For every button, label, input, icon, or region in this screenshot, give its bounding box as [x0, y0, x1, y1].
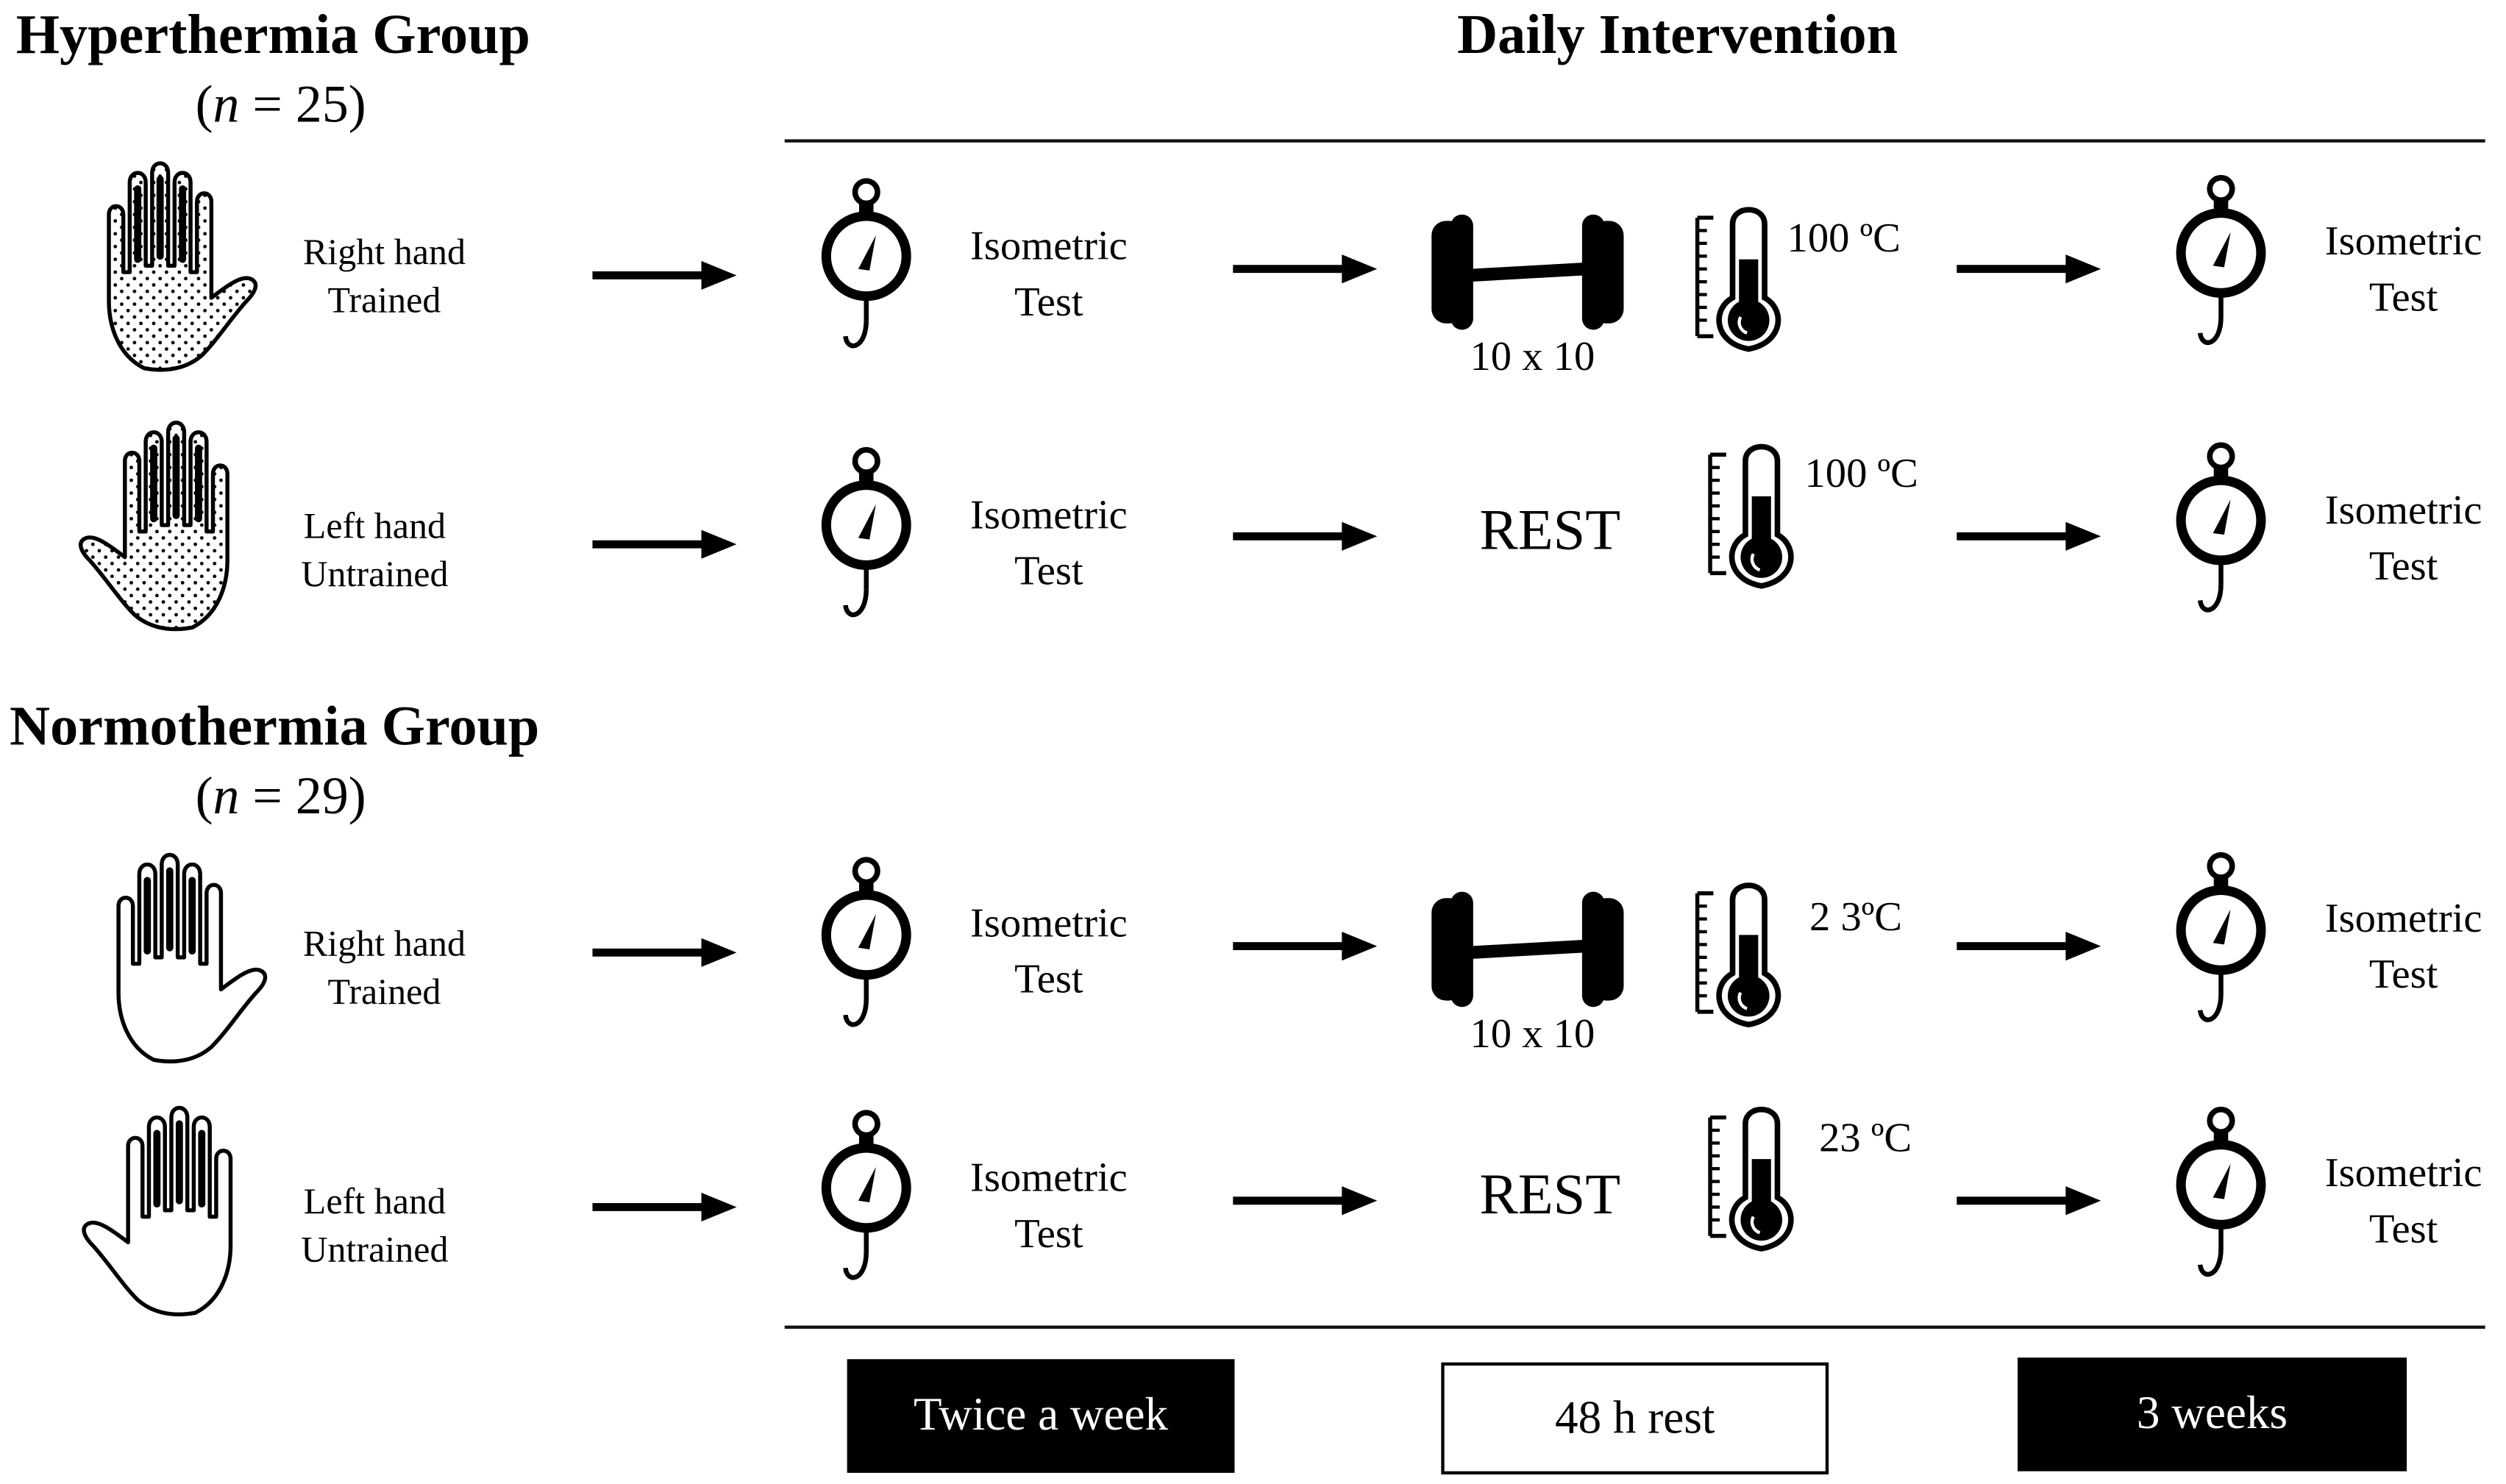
test-line1: Isometric	[2324, 894, 2482, 942]
hand-status: Trained	[327, 971, 441, 1012]
n-open: (	[195, 76, 213, 135]
bottom-divider	[784, 1325, 2485, 1329]
arrow-right-icon	[592, 1207, 739, 1239]
arrow-right-icon	[592, 952, 739, 985]
temperature-label: 100 ºC	[1804, 449, 1918, 496]
test-line1: Isometric	[970, 491, 1128, 538]
n-open: (	[195, 768, 213, 827]
top-divider	[784, 139, 2485, 143]
reps-label: 10 x 10	[1470, 332, 1595, 379]
group-n-normothermia: (n = 29)	[196, 768, 366, 828]
group-n-hyperthermia: (n = 25)	[196, 76, 366, 136]
test-line2: Test	[1014, 547, 1083, 594]
arrow-right-icon	[1957, 536, 2104, 568]
arrow-right-icon	[1957, 269, 2104, 302]
hand-icon-dotted	[76, 426, 252, 641]
n-symbol: n	[213, 76, 240, 135]
daily-intervention-title: Daily Intervention	[1457, 3, 1898, 66]
temperature-label: 100 ºC	[1787, 214, 1901, 261]
hand-icon-dotted	[99, 166, 275, 381]
arrow-right-icon	[1233, 536, 1380, 568]
arrow-right-icon	[1233, 269, 1380, 302]
thermometer-icon	[1694, 205, 1790, 352]
test-line2: Test	[2368, 951, 2438, 998]
thermometer-icon	[1707, 1105, 1804, 1252]
frequency-box: Twice a week	[847, 1359, 1235, 1473]
rest-label: REST	[1479, 1162, 1621, 1227]
hand-status: Untrained	[301, 554, 449, 594]
test-line1: Isometric	[2324, 218, 2482, 265]
thermometer-icon	[1707, 442, 1804, 589]
group-title-normothermia: Normothermia Group	[10, 694, 540, 757]
arrow-right-icon	[1233, 1201, 1380, 1233]
test-line1: Isometric	[970, 222, 1128, 269]
arrow-right-icon	[1233, 946, 1380, 979]
n-value: = 25)	[239, 76, 366, 135]
dumbbell-icon	[1431, 215, 1627, 333]
arrow-right-icon	[1957, 946, 2104, 979]
test-line2: Test	[2368, 274, 2438, 321]
hand-side: Right hand	[302, 924, 466, 964]
hand-side: Left hand	[303, 505, 446, 546]
duration-box: 3 weeks	[2018, 1358, 2407, 1471]
test-line1: Isometric	[970, 899, 1128, 946]
arrow-right-icon	[1957, 1201, 2104, 1233]
test-line2: Test	[1014, 278, 1083, 325]
n-value: = 29)	[239, 768, 366, 827]
hand-icon	[109, 858, 285, 1073]
hand-icon	[80, 1111, 256, 1326]
hand-side: Left hand	[303, 1181, 446, 1222]
hand-side: Right hand	[302, 232, 466, 273]
test-line1: Isometric	[2324, 1149, 2482, 1196]
group-title-hyperthermia: Hyperthermia Group	[15, 3, 530, 66]
test-line1: Isometric	[970, 1154, 1128, 1201]
dumbbell-icon	[1431, 892, 1627, 1010]
rest-period-box: 48 h rest	[1441, 1362, 1829, 1475]
rest-label: REST	[1479, 498, 1621, 563]
test-line2: Test	[1014, 955, 1083, 1002]
temperature-label: 2 3ºC	[1809, 893, 1903, 940]
test-line2: Test	[2368, 543, 2438, 590]
test-line2: Test	[1014, 1210, 1083, 1257]
reps-label: 10 x 10	[1470, 1010, 1595, 1057]
thermometer-icon	[1694, 880, 1790, 1027]
hand-status: Untrained	[301, 1229, 449, 1270]
test-line2: Test	[2368, 1205, 2438, 1252]
temperature-label: 23 ºC	[1819, 1114, 1912, 1161]
n-symbol: n	[213, 768, 240, 827]
arrow-right-icon	[592, 275, 739, 307]
test-line1: Isometric	[2324, 486, 2482, 533]
arrow-right-icon	[592, 544, 739, 577]
hand-status: Trained	[327, 279, 441, 321]
